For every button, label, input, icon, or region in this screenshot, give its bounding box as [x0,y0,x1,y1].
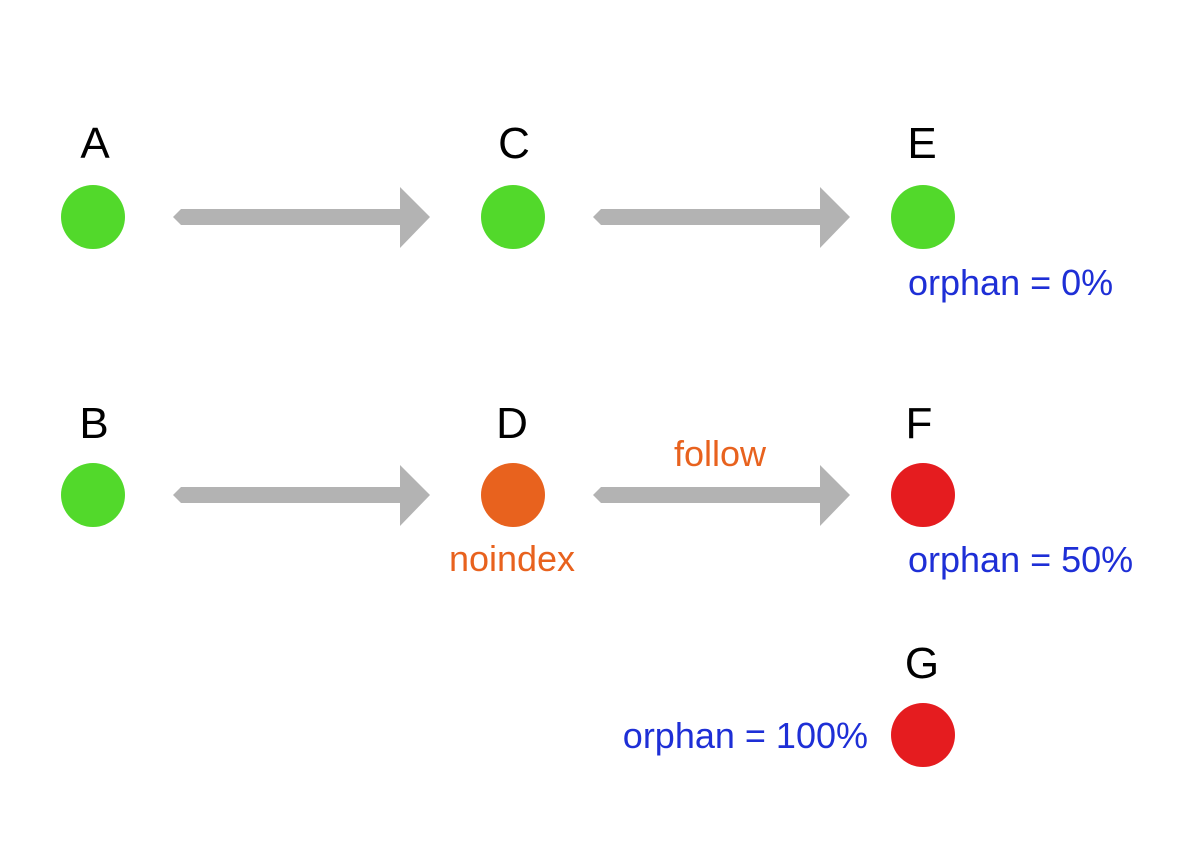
node-c [481,185,545,249]
nodes [61,185,955,767]
arrow-a-to-c [173,187,430,248]
node-a [61,185,125,249]
node-label-e: E [907,119,936,168]
node-d [481,463,545,527]
node-f [891,463,955,527]
orphan-label-g: orphan = 100% [623,715,868,756]
arrow-c-to-e [593,187,850,248]
orphan-label-e: orphan = 0% [908,262,1113,303]
node-label-g: G [905,639,939,688]
node-annotation-noindex: noindex [449,538,575,579]
node-label-b: B [79,399,108,448]
node-e [891,185,955,249]
node-label-c: C [498,119,530,168]
arrow-b-to-d [173,465,430,526]
annotations: follow noindex orphan = 0% orphan = 50% … [449,262,1133,756]
edges [173,187,850,526]
edge-label-follow: follow [674,433,767,474]
orphan-label-f: orphan = 50% [908,539,1133,580]
node-label-d: D [496,399,528,448]
node-label-a: A [80,119,110,168]
node-label-f: F [906,399,933,448]
node-b [61,463,125,527]
node-g [891,703,955,767]
arrow-d-to-f [593,465,850,526]
node-labels: A C E B D F G [79,119,939,688]
